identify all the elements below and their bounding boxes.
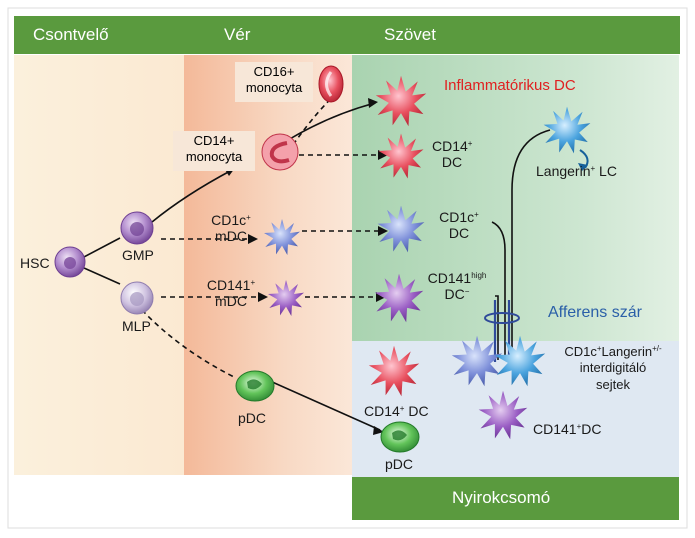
gmp-label: GMP <box>122 247 154 263</box>
cd141-dc-ln-sup: + <box>576 422 582 431</box>
cd14-monocyte-label: CD14+ monocyta <box>173 131 255 171</box>
interdigit-text-2: Langerin <box>601 344 653 359</box>
cd1c-mdc-text: CD1c <box>211 212 247 228</box>
cd141-mdc-text: CD141 <box>206 277 251 293</box>
cd1c-dc-label: CD1c+ DC <box>434 209 484 241</box>
pdc-blood-label: pDC <box>238 410 267 426</box>
lymph-node-bar <box>352 477 679 520</box>
cd141-dc-ln-text-2: DC <box>581 421 602 437</box>
cd141-mdc-label: CD141+ mDC <box>196 277 266 309</box>
cd141-high-text-2: DC <box>444 286 465 303</box>
hsc-label: HSC <box>20 255 50 271</box>
column-label-bone-marrow: Csontvelő <box>33 25 109 44</box>
langerin-lc-text: Langerin <box>536 163 591 179</box>
blood-region <box>184 55 352 475</box>
bone-marrow-region <box>14 55 184 475</box>
cd141-high-sup-2: − <box>464 287 470 297</box>
cd141-dc-ln-label: CD141+DC <box>533 421 602 437</box>
column-label-blood: Vér <box>224 25 251 44</box>
cd1c-dc-text-2: DC <box>448 225 470 242</box>
cd14-dc-ln-sup: + <box>399 404 405 413</box>
cd1c-mdc-label: CD1c+ mDC <box>196 212 266 244</box>
langerin-lc-label: Langerin+ LC <box>536 163 617 179</box>
header-bar <box>14 16 680 54</box>
cd14-dc-label: CD14+ DC <box>432 138 472 170</box>
cd14-dc-ln-label: CD14+ DC <box>364 403 429 419</box>
interdigit-sup-1: + <box>596 344 602 353</box>
cd14-dc-text-2: DC <box>441 154 463 171</box>
interdigit-sup-2: +/- <box>652 344 662 353</box>
cd141-high-text: CD141 <box>427 270 472 286</box>
cd14-dc-text: CD14 <box>432 138 468 154</box>
inflammatory-dc-label: Inflammatórikus DC <box>444 77 576 94</box>
cd141-high-dc-label: CD141high DC− <box>422 270 492 302</box>
cd14-dc-ln-text: CD14 <box>364 403 400 419</box>
cd14-dc-sup: + <box>467 139 473 148</box>
cd16-monocyte-label: CD16+ monocyta <box>235 62 313 102</box>
cd14-dc-ln-text-2: DC <box>404 403 429 419</box>
langerin-lc-sup: + <box>590 164 596 173</box>
afferent-label: Afferens szár <box>548 304 642 321</box>
mlp-label: MLP <box>122 318 151 334</box>
interdigit-text-1: CD1c <box>564 344 597 359</box>
cd141-mdc-text-2: mDC <box>215 293 247 310</box>
cd1c-dc-sup: + <box>474 210 479 219</box>
cd141-dc-ln-text: CD141 <box>533 421 577 437</box>
interdigit-text-4: sejtek <box>596 376 630 392</box>
cd141-high-sup: high <box>471 271 487 280</box>
langerin-lc-text-2: LC <box>595 163 617 179</box>
column-label-tissue: Szövet <box>384 25 436 44</box>
interdigit-text-3: interdigitáló <box>579 360 647 376</box>
pdc-ln-label: pDC <box>385 456 414 472</box>
cd1c-mdc-sup: + <box>246 213 251 222</box>
cd1c-dc-text: CD1c <box>439 209 475 225</box>
cd141-mdc-sup: + <box>250 278 256 287</box>
interdigitating-cells-label: CD1c+Langerin+/- interdigitáló sejtek <box>548 344 678 393</box>
column-label-lymph-node: Nyirokcsomó <box>452 488 551 507</box>
cd1c-mdc-text-2: mDC <box>215 228 247 245</box>
